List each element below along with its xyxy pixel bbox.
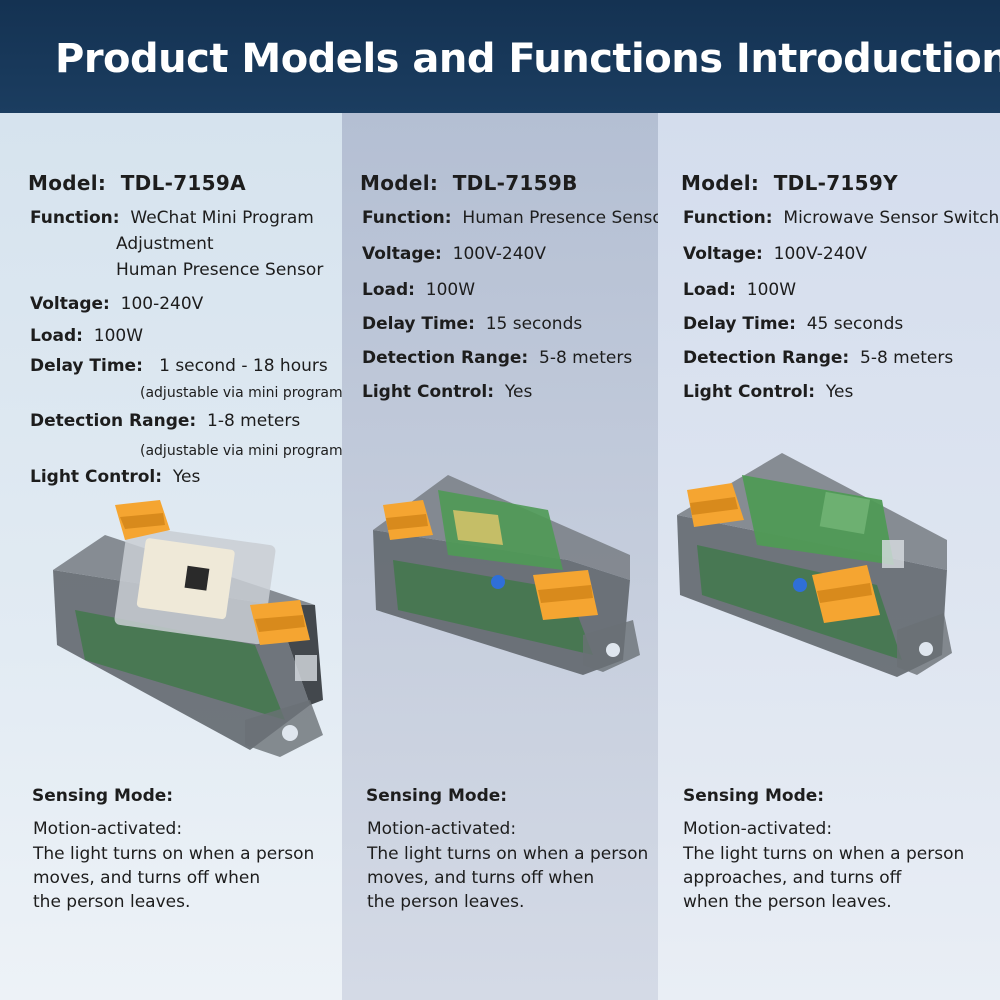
sensing-line: The light turns on when a person [683, 844, 965, 864]
sensing-line: the person leaves. [33, 892, 191, 912]
sensing-mode-title: Sensing Mode: [366, 786, 508, 806]
delay-row: Delay Time: 45 seconds [683, 314, 904, 334]
load-row: Load: 100W [683, 280, 797, 300]
sensing-line: Motion-activated: [33, 819, 183, 839]
delay-row: Delay Time: 15 seconds [362, 314, 583, 334]
page-title: Product Models and Functions Introductio… [55, 36, 1000, 82]
model-heading: Model: TDL-7159B [360, 171, 578, 195]
model-heading: Model: TDL-7159Y [681, 171, 898, 195]
sensing-line: moves, and turns off when [33, 868, 261, 888]
sensing-line: The light turns on when a person [367, 844, 649, 864]
range-row: Detection Range: 1-8 meters [30, 411, 301, 431]
function-line: Adjustment [116, 234, 214, 254]
sensing-mode-title: Sensing Mode: [683, 786, 825, 806]
light-row: Light Control: Yes [362, 382, 533, 402]
range-row: Detection Range: 5-8 meters [362, 348, 633, 368]
sensing-line: the person leaves. [367, 892, 525, 912]
device-image-tdl-7159a [53, 500, 323, 757]
model-heading: Model: TDL-7159A [28, 171, 246, 195]
function-line: Human Presence Sensor [116, 260, 324, 280]
sensing-line: approaches, and turns off [683, 868, 902, 888]
sensing-line: Motion-activated: [367, 819, 517, 839]
device-image-tdl-7159y [677, 453, 952, 677]
light-row: Light Control: Yes [30, 467, 201, 487]
sensing-line: Motion-activated: [683, 819, 833, 839]
sensing-line: The light turns on when a person [33, 844, 315, 864]
delay-row: Delay Time: 1 second - 18 hours [30, 356, 328, 376]
sensing-line: moves, and turns off when [367, 868, 595, 888]
voltage-row: Voltage: 100V-240V [362, 244, 546, 264]
load-row: Load: 100W [362, 280, 476, 300]
function-row: Function: Human Presence Sensor [362, 208, 670, 228]
header-banner: Product Models and Functions Introductio… [0, 0, 1000, 113]
device-image-tdl-7159b [373, 475, 640, 675]
sensing-line: when the person leaves. [683, 892, 892, 912]
voltage-row: Voltage: 100-240V [30, 294, 204, 314]
voltage-row: Voltage: 100V-240V [683, 244, 867, 264]
range-row: Detection Range: 5-8 meters [683, 348, 954, 368]
function-row: Function: Microwave Sensor Switch [683, 208, 1000, 228]
sensing-mode-title: Sensing Mode: [32, 786, 174, 806]
load-row: Load: 100W [30, 326, 144, 346]
range-note: (adjustable via mini program) [140, 443, 349, 459]
delay-note: (adjustable via mini program) [140, 385, 349, 401]
function-row: Function: WeChat Mini Program [30, 208, 314, 228]
light-row: Light Control: Yes [683, 382, 854, 402]
